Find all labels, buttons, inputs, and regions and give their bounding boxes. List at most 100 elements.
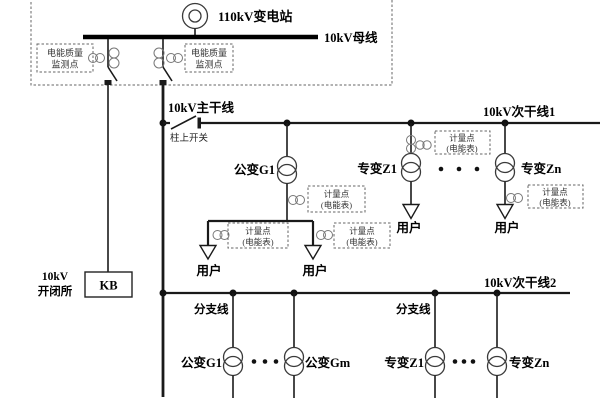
substation-label: 110kV变电站 xyxy=(218,9,292,24)
substation-outer-circle-icon xyxy=(181,2,209,30)
ct-symbol xyxy=(95,53,105,63)
power-quality-label-line1: 电能质量 xyxy=(191,47,227,58)
ct-symbol xyxy=(415,140,425,150)
user-arrow-icon xyxy=(198,244,218,261)
branch-dedicated-zn: 专变Zn 计量点 (电能表) 用户 xyxy=(493,119,584,235)
user-label: 用户 xyxy=(195,263,221,278)
meter-label-line2: (电能表) xyxy=(446,144,477,154)
power-quality-box-right: 电能质量 监测点 xyxy=(184,43,234,73)
meter-box xyxy=(434,130,491,155)
busbar-label: 10kV母线 xyxy=(324,30,378,45)
transformer-symbol xyxy=(222,346,244,368)
substation-inner-circle-icon xyxy=(188,9,202,23)
user-label: 用户 xyxy=(395,220,421,235)
bottom-column-dedicated-zn: 专变Zn xyxy=(486,293,549,398)
transformer-symbol xyxy=(400,152,422,174)
ct-symbol xyxy=(166,53,176,63)
meter-box xyxy=(227,222,289,249)
branch-dedicated-z1: 计量点 (电能表) 专变Z1 用户 xyxy=(357,119,491,235)
power-quality-box-border xyxy=(184,43,234,73)
ellipsis-dots xyxy=(452,359,476,364)
user-label: 用户 xyxy=(493,220,519,235)
power-quality-label-line1: 电能质量 xyxy=(47,47,83,58)
power-quality-label-line2: 监测点 xyxy=(195,59,222,70)
transformer-label: 专变Z1 xyxy=(384,355,424,370)
user-label: 用户 xyxy=(301,263,327,278)
pole-switch-contact-icon xyxy=(197,117,201,129)
sub-trunk1-label: 10kV次干线1 xyxy=(483,104,555,119)
pole-switch-blade-icon xyxy=(170,115,197,130)
meter-label-line1: 计量点 xyxy=(449,133,475,143)
kb-switch-station: 10kV 开闭所 KB xyxy=(38,271,133,298)
transformer-symbol xyxy=(283,346,305,368)
kb-box-label: KB xyxy=(99,279,117,293)
feeder-1 xyxy=(88,39,120,272)
transformer-label: 专变Zn xyxy=(509,355,549,370)
bottom-column-public-g1: 公变G1 xyxy=(181,293,244,398)
ct-symbol xyxy=(316,230,326,240)
meter-label-line1: 计量点 xyxy=(349,226,375,236)
transformer-label: 公变G1 xyxy=(234,162,275,177)
transformer-label: 专变Zn xyxy=(521,161,561,176)
disconnector-contact-icon xyxy=(104,80,112,85)
ct-symbol xyxy=(212,230,223,240)
disconnector-contact-icon xyxy=(159,80,167,85)
vt-symbol xyxy=(108,57,120,69)
meter-label-line1: 计量点 xyxy=(542,187,568,197)
ct-symbol xyxy=(173,53,183,63)
ct-symbol xyxy=(288,195,298,205)
power-quality-box-left: 电能质量 监测点 xyxy=(36,43,94,73)
kb-box xyxy=(84,271,133,298)
sub-trunk2-label: 10kV次干线2 xyxy=(484,275,556,290)
meter-label-line2: (电能表) xyxy=(539,198,570,208)
disconnector-blade-icon xyxy=(107,66,118,82)
ct-symbol xyxy=(323,230,333,240)
meter-box xyxy=(333,222,391,249)
ct-symbol xyxy=(506,193,516,203)
power-quality-label-line2: 监测点 xyxy=(51,59,78,70)
ct-symbol xyxy=(88,53,98,63)
ct-symbol xyxy=(422,140,432,150)
meter-box xyxy=(527,184,584,209)
bottom-column-dedicated-z1: 专变Z1 xyxy=(384,293,446,398)
vt-symbol xyxy=(153,57,165,69)
transformer-symbol xyxy=(494,152,516,174)
transformer-symbol xyxy=(486,346,508,368)
transformer-symbol xyxy=(424,346,446,368)
meter-label-line2: (电能表) xyxy=(242,237,273,247)
power-quality-box-border xyxy=(36,43,94,73)
transformer-label: 公变Gm xyxy=(305,355,351,370)
substation-symbol xyxy=(181,2,209,35)
user-arrow-icon xyxy=(495,203,515,220)
user-arrow-icon xyxy=(401,203,421,220)
junction-dot xyxy=(159,289,167,297)
transformer-label: 公变G1 xyxy=(181,355,222,370)
meter-label-line2: (电能表) xyxy=(346,237,377,247)
vt-symbol xyxy=(108,47,120,59)
switch-station-name-line1: 10kV xyxy=(42,271,69,283)
pole-switch-label: 柱上开关 xyxy=(170,132,209,144)
meter-label-line2: (电能表) xyxy=(321,200,352,210)
user-arrow-icon xyxy=(303,244,323,261)
transformer-symbol xyxy=(276,155,298,177)
ct-symbol xyxy=(513,193,523,203)
disconnector-blade-icon xyxy=(162,66,173,82)
ct-symbol xyxy=(219,230,230,240)
feeder-2 xyxy=(153,39,183,397)
trunk-label: 10kV主干线 xyxy=(168,100,234,115)
transformer-label: 专变Z1 xyxy=(357,161,397,176)
ct-symbol xyxy=(295,195,305,205)
transformer-symbol xyxy=(276,163,298,185)
ellipsis-dots xyxy=(251,359,279,364)
switch-station-name-line2: 开闭所 xyxy=(38,284,73,298)
bottom-column-public-gm: 公变Gm xyxy=(283,293,351,398)
meter-box xyxy=(307,185,366,213)
meter-label-line1: 计量点 xyxy=(245,226,271,236)
branch-line-label-left: 分支线 xyxy=(194,302,229,316)
meter-label-line1: 计量点 xyxy=(324,189,350,199)
pole-switch xyxy=(170,115,201,130)
ellipsis-dots xyxy=(438,166,480,172)
substation-dashed-enclosure xyxy=(30,0,393,86)
